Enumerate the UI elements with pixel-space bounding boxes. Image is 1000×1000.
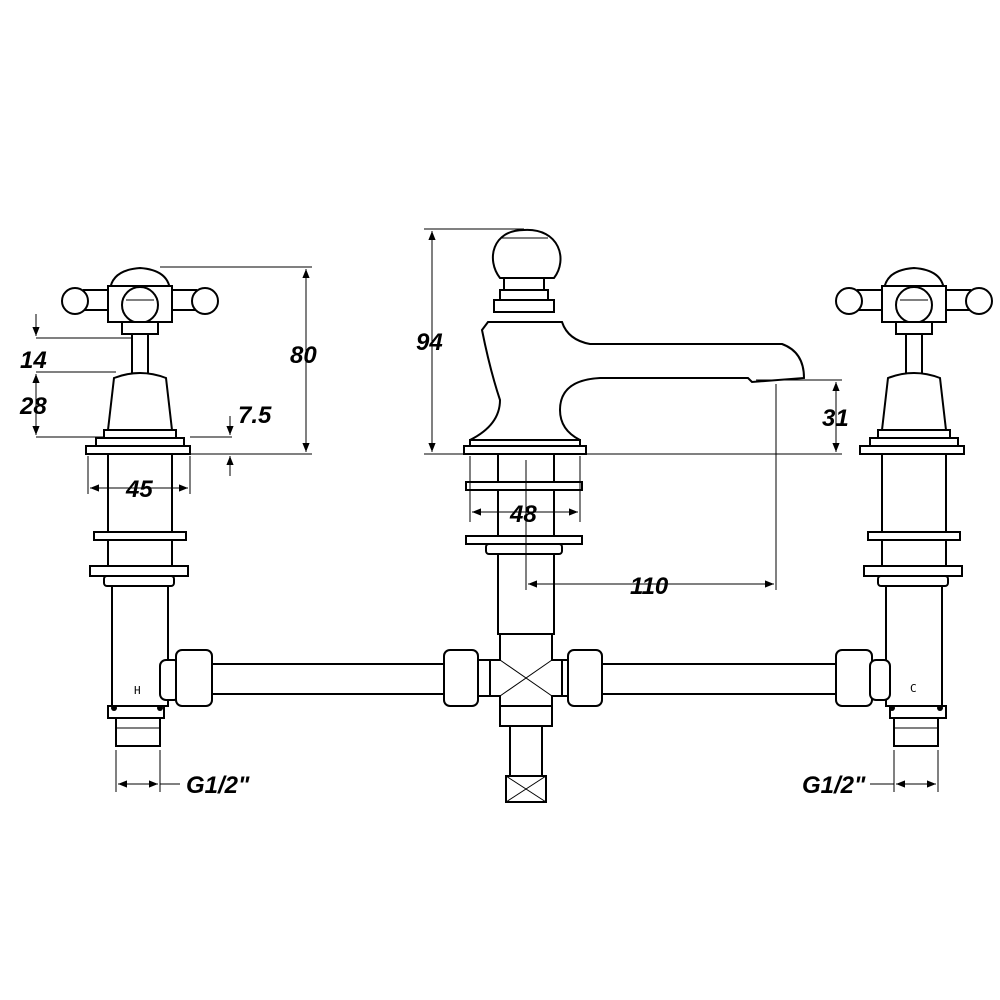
connecting-pipes [159, 649, 891, 707]
hot-label: H [134, 684, 141, 697]
dim-spout-reach: 110 [630, 573, 669, 600]
left-pipe-nut [175, 649, 213, 707]
pop-up-nut [499, 705, 553, 727]
left-shroud [106, 372, 174, 431]
dim-handle-base-height: 28 [19, 393, 47, 420]
right-valve [835, 266, 993, 747]
left-shank [107, 453, 173, 581]
dim-valve-height: 80 [290, 342, 317, 369]
dim-valve-width: 45 [125, 476, 153, 503]
dim-valve-flange: 7.5 [238, 402, 272, 429]
left-valve: H [61, 266, 219, 747]
left-thread [115, 717, 161, 747]
right-pipe [601, 663, 837, 695]
right-pipe-nut [835, 649, 873, 707]
spout-flange [463, 445, 587, 455]
dimension-lines [32, 228, 939, 792]
dim-thread-right: G1/2" [802, 772, 866, 799]
dim-spout-height: 94 [416, 329, 443, 356]
dim-handle-height: 14 [20, 347, 47, 374]
left-flange [85, 445, 191, 455]
spout-arm [469, 321, 806, 441]
left-pipe [211, 663, 445, 695]
cross-connector [486, 633, 566, 707]
left-body [111, 585, 169, 707]
dim-spout-outlet-height: 31 [822, 405, 849, 432]
dim-spout-base-width: 48 [509, 501, 537, 528]
dim-thread-left: G1/2" [186, 772, 250, 799]
spout-knob [491, 228, 562, 279]
left-stem [131, 333, 149, 375]
right-cross-handle [835, 266, 993, 335]
cold-label: C [910, 682, 917, 695]
left-cross-handle [61, 266, 219, 335]
